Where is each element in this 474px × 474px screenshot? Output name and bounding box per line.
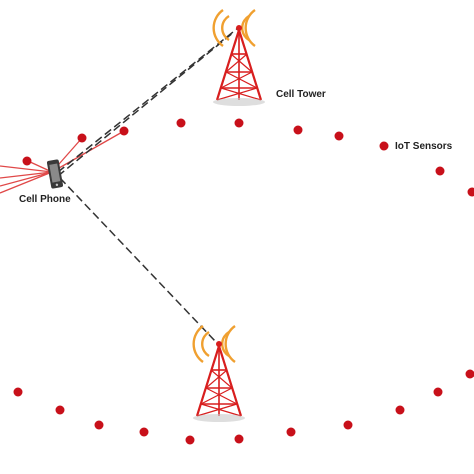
cell-tower-icon bbox=[211, 8, 267, 108]
iot-sensor-dot bbox=[119, 126, 129, 136]
cell-tower-icon-bottom bbox=[191, 324, 247, 424]
iot-sensor-dot bbox=[176, 118, 186, 128]
iot-sensor-dot bbox=[467, 187, 474, 197]
iot-sensor-dot bbox=[55, 405, 65, 415]
iot-sensor-dot bbox=[435, 166, 445, 176]
iot-sensor-dot bbox=[13, 387, 23, 397]
link-phone-to-top-tower-2 bbox=[57, 31, 235, 177]
link-phone-to-top-tower bbox=[57, 27, 239, 173]
iot-sensor-dot bbox=[234, 434, 244, 444]
iot-sensors bbox=[13, 118, 474, 445]
iot-sensor-dot bbox=[334, 131, 344, 141]
iot-sensor-dot bbox=[286, 427, 296, 437]
iot-sensor-dot bbox=[234, 118, 244, 128]
iot-sensor-dot bbox=[22, 156, 32, 166]
iot-sensor-dot bbox=[94, 420, 104, 430]
iot-sensor-dot bbox=[379, 141, 389, 151]
cell-phone-icon bbox=[46, 159, 64, 189]
iot-sensor-dot bbox=[343, 420, 353, 430]
iot-sensor-dot bbox=[293, 125, 303, 135]
cell-tower-label: Cell Tower bbox=[276, 89, 326, 100]
iot-sensor-dot bbox=[395, 405, 405, 415]
iot-sensor-dot bbox=[77, 133, 87, 143]
iot-sensor-dot bbox=[465, 369, 474, 379]
cell-phone-label: Cell Phone bbox=[19, 194, 71, 205]
iot-sensor-dot bbox=[185, 435, 195, 445]
link-phone-to-bottom-tower bbox=[59, 177, 217, 343]
iot-sensor-dot bbox=[139, 427, 149, 437]
dashed-links bbox=[57, 27, 239, 343]
iot-sensors-label: IoT Sensors bbox=[395, 141, 453, 152]
iot-sensor-dot bbox=[433, 387, 443, 397]
